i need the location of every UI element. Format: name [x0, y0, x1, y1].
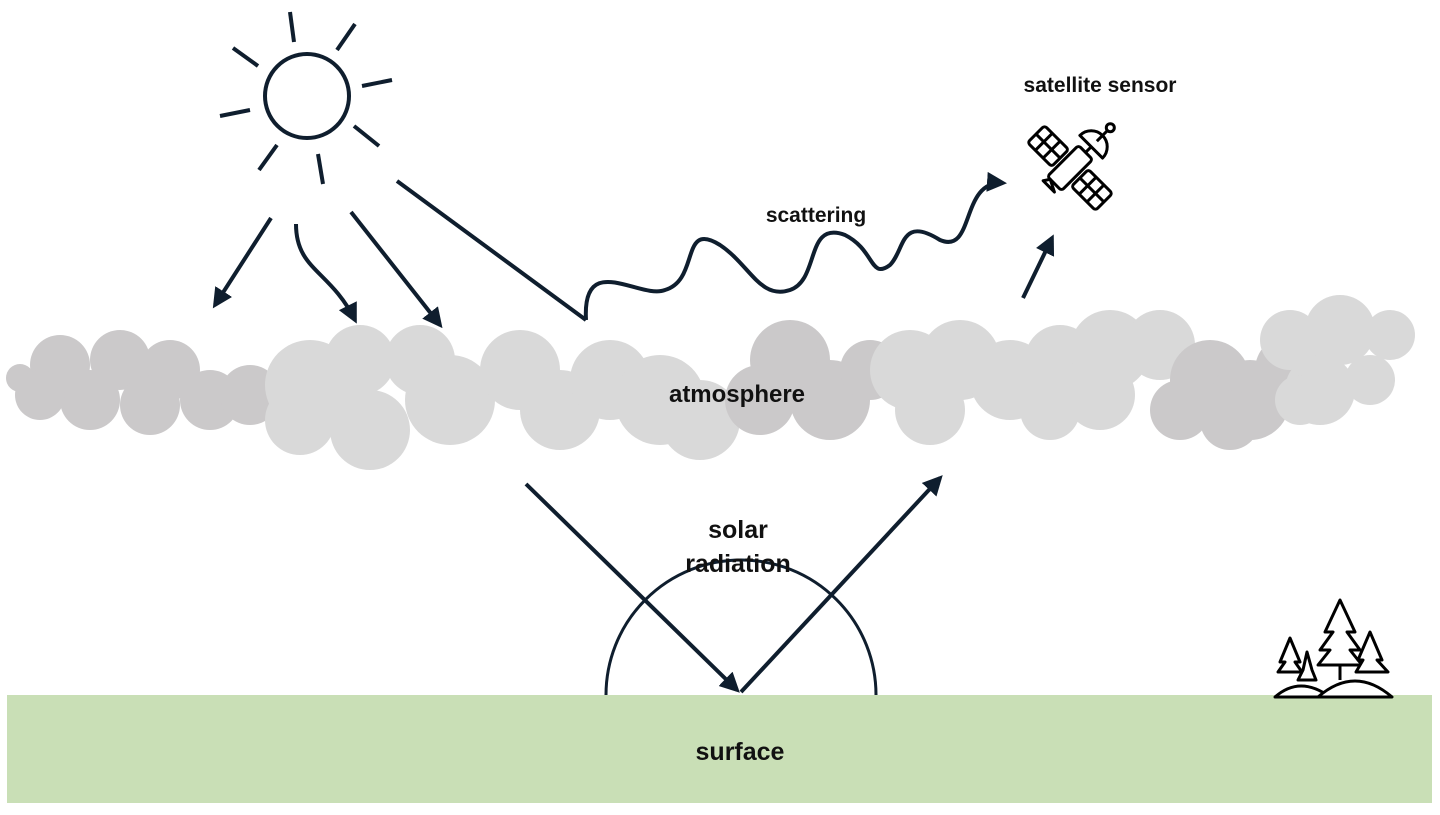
solar-radiation-label: solar [708, 516, 768, 544]
cloud-puff [15, 370, 65, 420]
ray-arrow-curved [294, 223, 357, 324]
cloud-puff [325, 325, 395, 395]
upwelling-arrow [1021, 234, 1055, 299]
cloud-puff [895, 375, 965, 445]
cloud-puff [660, 380, 740, 460]
cloud-puff [1020, 380, 1080, 440]
ray-to-scatter [395, 179, 588, 322]
surface-label: surface [696, 738, 785, 766]
surface-ground [7, 695, 1432, 803]
cloud-puff [265, 385, 335, 455]
scattering-label: scattering [766, 204, 866, 227]
cloud-puff [1345, 355, 1395, 405]
cloud-puff [1275, 375, 1325, 425]
trees-icon [1273, 598, 1394, 699]
cloud-puff [1365, 310, 1415, 360]
cloud-puff [60, 370, 120, 430]
cloud-puff [1200, 390, 1260, 450]
satellite-sensor-label: satellite sensor [1024, 74, 1177, 97]
scattering-wave-arrow [583, 171, 1007, 321]
cloud-puff [1065, 360, 1135, 430]
angle-arc [604, 558, 878, 696]
reflected-radiation-arrow [739, 475, 943, 694]
atmosphere-label: atmosphere [669, 381, 805, 408]
ray-arrow-1 [212, 216, 273, 309]
cloud-puff [725, 365, 795, 435]
cloud-puff [405, 355, 495, 445]
incident-radiation-arrow [524, 482, 740, 693]
ray-arrow-3 [349, 210, 443, 329]
cloud-puff [1305, 295, 1375, 365]
cloud-puff [1150, 380, 1210, 440]
cloud-puff [330, 390, 410, 470]
cloud-puff [1260, 310, 1320, 370]
solar-radiation-label-2: radiation [685, 550, 791, 578]
satellite-icon [1027, 122, 1116, 211]
atmosphere-clouds [6, 295, 1415, 470]
sun-icon [219, 11, 393, 185]
cloud-puff [120, 375, 180, 435]
cloud-puff [220, 365, 280, 425]
